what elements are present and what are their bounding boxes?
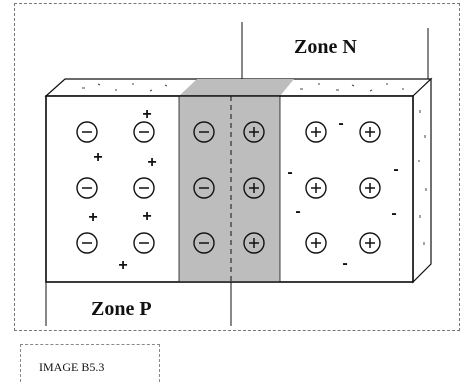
figure-caption: IMAGE B5.3 bbox=[39, 360, 105, 374]
depletion-negative-ion-circle bbox=[193, 121, 215, 143]
n-side-positive-ion-circle bbox=[305, 177, 327, 199]
p-side-negative-ion-circle bbox=[76, 232, 98, 254]
p-side-hole: + bbox=[147, 154, 156, 171]
n-side-positive-ion-circle bbox=[359, 121, 381, 143]
caption-box: IMAGE B5.3 bbox=[20, 344, 160, 382]
figure-frame bbox=[14, 3, 460, 331]
p-side-negative-ion-circle bbox=[133, 177, 155, 199]
n-side-positive-ion bbox=[305, 232, 327, 254]
slab-front-outline bbox=[45, 95, 414, 283]
depletion-positive-ion-circle bbox=[243, 232, 265, 254]
depletion-positive-ion bbox=[243, 232, 265, 254]
p-side-negative-ion-circle bbox=[133, 232, 155, 254]
depletion-negative-ion-circle bbox=[193, 232, 215, 254]
n-side-positive-ion bbox=[305, 121, 327, 143]
zone-p-label: Zone P bbox=[91, 298, 152, 320]
p-side-negative-ion-circle bbox=[76, 177, 98, 199]
depletion-top-strip bbox=[179, 79, 294, 96]
p-side-negative-ion bbox=[133, 232, 155, 254]
ion-layer: + + + + + + - - - - - - bbox=[76, 106, 399, 274]
depletion-positive-ion bbox=[243, 121, 265, 143]
n-side-electron: - bbox=[391, 205, 396, 222]
depletion-negative-ion bbox=[193, 177, 215, 199]
depletion-positive-ion-circle bbox=[243, 177, 265, 199]
p-side-negative-ion bbox=[76, 232, 98, 254]
p-side-hole: + bbox=[118, 257, 127, 274]
zone-n-label: Zone N bbox=[294, 36, 357, 58]
n-side-positive-ion-circle bbox=[359, 177, 381, 199]
p-side-hole: + bbox=[88, 209, 97, 226]
n-side-positive-ion bbox=[359, 121, 381, 143]
n-side-electron: - bbox=[295, 203, 300, 220]
depletion-negative-ion bbox=[193, 232, 215, 254]
p-side-negative-ion bbox=[133, 177, 155, 199]
p-side-negative-ion bbox=[76, 121, 98, 143]
n-side-electron: - bbox=[287, 164, 292, 181]
p-side-hole: + bbox=[142, 208, 151, 225]
n-side-electron: - bbox=[338, 115, 343, 132]
depletion-positive-ion bbox=[243, 177, 265, 199]
p-side-negative-ion-circle bbox=[133, 121, 155, 143]
depletion-negative-ion bbox=[193, 121, 215, 143]
n-side-positive-ion-circle bbox=[305, 232, 327, 254]
n-side-positive-ion bbox=[305, 177, 327, 199]
n-side-positive-ion bbox=[359, 232, 381, 254]
depletion-negative-ion-circle bbox=[193, 177, 215, 199]
n-side-positive-ion-circle bbox=[305, 121, 327, 143]
n-side-positive-ion-circle bbox=[359, 232, 381, 254]
p-side-negative-ion bbox=[76, 177, 98, 199]
p-side-hole: + bbox=[142, 106, 151, 123]
n-side-electron: - bbox=[342, 255, 347, 272]
n-side-electron: - bbox=[393, 161, 398, 178]
p-side-hole: + bbox=[93, 149, 102, 166]
slab-right-face bbox=[412, 77, 432, 284]
p-side-negative-ion bbox=[133, 121, 155, 143]
slab-texture bbox=[82, 83, 427, 245]
depletion-positive-ion-circle bbox=[243, 121, 265, 143]
p-side-negative-ion-circle bbox=[76, 121, 98, 143]
n-side-positive-ion bbox=[359, 177, 381, 199]
